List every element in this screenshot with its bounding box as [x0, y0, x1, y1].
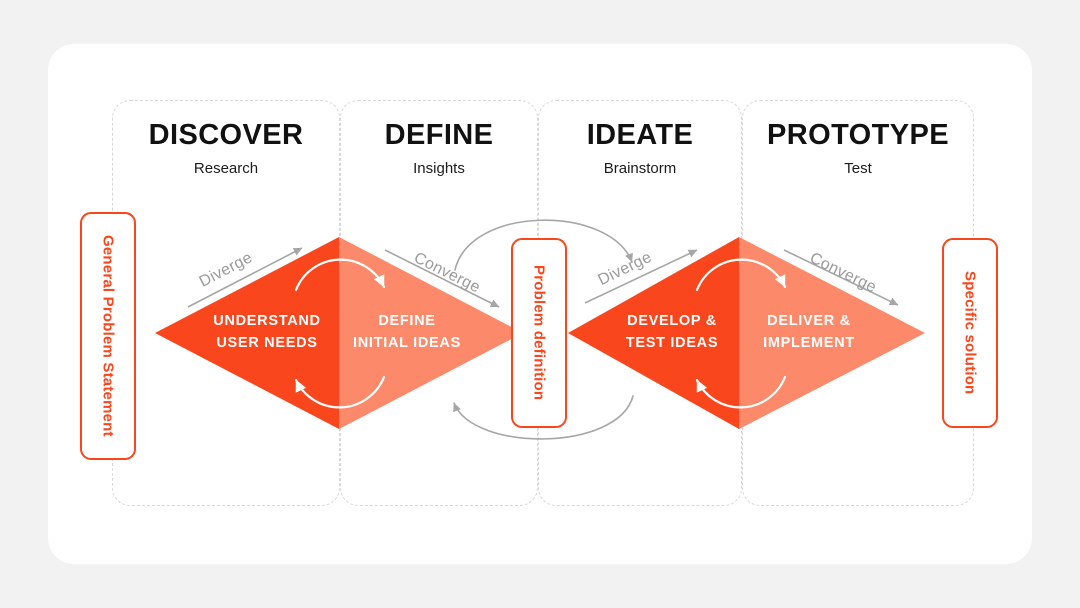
diverge-arrow-1	[187, 247, 303, 308]
phase-subtitle-prototype: Test	[844, 160, 872, 177]
diamond-1-loop-arrow-bottom	[294, 375, 386, 409]
pill-general-problem-statement[interactable]: General Problem Statement	[80, 212, 136, 460]
phase-heading-define: DEFINE Insights	[340, 118, 538, 178]
diamond-2-right-label-line1: DELIVER &	[767, 313, 851, 329]
diamond-1-right-label-line1: DEFINE	[378, 313, 435, 329]
phase-subtitle-ideate: Brainstorm	[603, 160, 677, 177]
phase-title-ideate: IDEATE	[586, 119, 694, 151]
diamond-1-left-label-line1: UNDERSTAND	[213, 313, 320, 329]
diamond-2-left-half	[568, 237, 739, 429]
diamond-1-right-label-line2: INITIAL IDEAS	[353, 335, 461, 351]
phase-heading-prototype: PROTOTYPE Test	[742, 118, 974, 178]
diamond-2-left-label-line1: DEVELOP &	[627, 313, 717, 329]
pill-general-problem-statement-label: General Problem Statement	[99, 235, 117, 437]
phase-heading-discover: DISCOVER Research	[112, 118, 340, 178]
diamond-2-loop-arrow-top	[695, 258, 787, 292]
diamond-2-loop-arrow-bottom	[695, 375, 787, 409]
iteration-arc-top	[454, 219, 633, 271]
diamond-2-right-label-line2: IMPLEMENT	[763, 335, 855, 351]
diamond-1-right-half	[339, 237, 523, 429]
diamond-1-left-half	[155, 237, 339, 429]
pill-problem-definition[interactable]: Problem definition	[511, 238, 567, 428]
phase-heading-ideate: IDEATE Brainstorm	[538, 118, 742, 178]
phase-title-discover: DISCOVER	[148, 119, 304, 151]
diverge-label-1: Diverge	[197, 249, 256, 291]
phase-title-define: DEFINE	[384, 119, 494, 151]
diverge-label-2: Diverge	[596, 249, 655, 289]
phase-title-prototype: PROTOTYPE	[767, 119, 949, 151]
converge-arrow-2	[783, 249, 899, 306]
diamond-2-left-label-line2: TEST IDEAS	[626, 335, 718, 351]
diamond-1-left-label-line2: USER NEEDS	[216, 335, 317, 351]
pill-specific-solution-label: Specific solution	[961, 271, 979, 395]
pill-problem-definition-label: Problem definition	[530, 265, 548, 401]
pill-specific-solution[interactable]: Specific solution	[942, 238, 998, 428]
iteration-arc-bottom	[453, 395, 634, 440]
converge-arrow-1	[384, 249, 500, 308]
diamond-2-right-half	[739, 237, 925, 429]
phase-subtitle-define: Insights	[413, 160, 465, 177]
diamond-1-loop-arrow-top	[294, 258, 386, 292]
phase-subtitle-discover: Research	[193, 160, 259, 177]
diverge-arrow-2	[584, 249, 698, 304]
